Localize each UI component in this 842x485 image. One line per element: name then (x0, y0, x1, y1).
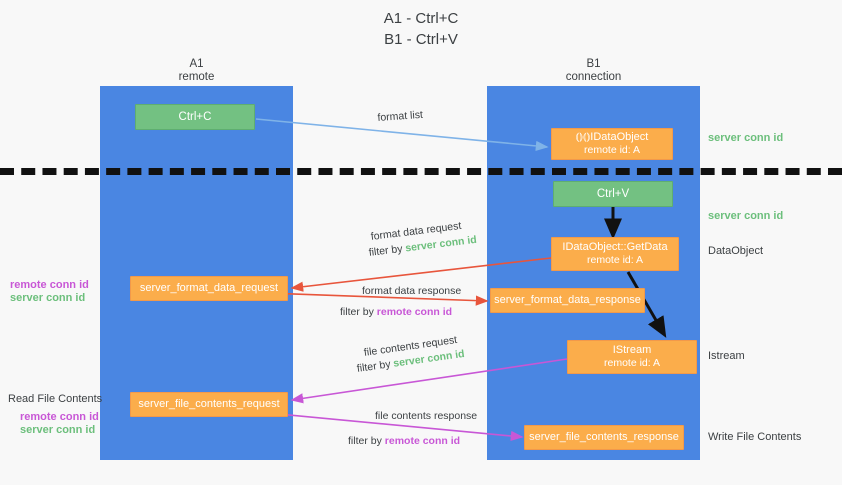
label-dataobject: DataObject (708, 245, 764, 257)
arrow-label-file-contents-response-text: file contents response (375, 410, 478, 422)
node-idataobject-label: ⦅⦆⦅⦆IDataObject (575, 131, 649, 143)
node-server-file-contents-request[interactable]: server_file_contents_request (130, 392, 288, 417)
node-idataobject[interactable]: ⦅⦆⦅⦆IDataObject remote id: A (551, 128, 673, 160)
label-server-conn-id-1: server conn id (10, 292, 86, 304)
arrow-getdata-to-istream (626, 271, 667, 338)
node-ctrl-v[interactable]: Ctrl+V (553, 181, 673, 207)
node-server-file-contents-response-label: server_file_contents_response (529, 431, 679, 443)
node-server-format-data-response[interactable]: server_format_data_response (490, 288, 645, 313)
column-heading-a1: A1 remote (178, 58, 215, 83)
arrow-label-format-data-response-text: format data response (362, 285, 462, 297)
node-idataobject-sub: remote id: A (583, 144, 641, 156)
node-ctrl-c[interactable]: Ctrl+C (135, 104, 255, 130)
arrow-format-data-request (290, 257, 552, 292)
arrow-format-list (255, 118, 549, 152)
arrow-label-file-contents-response: file contents response (375, 409, 477, 423)
node-getdata-label: IDataObject::GetData (562, 241, 668, 253)
label-server-conn-id-top: server conn id (708, 132, 784, 144)
node-getdata-sub: remote id: A (586, 254, 644, 266)
page-title: A1 - Ctrl+C B1 - Ctrl+V (383, 10, 459, 48)
arrow-label-format-data-response: format data response (362, 284, 461, 298)
arrow-label-file-contents-response-filter: filter by remote conn id (348, 434, 460, 448)
node-istream-label: IStream (612, 344, 652, 356)
node-server-file-contents-request-label: server_file_contents_request (138, 398, 280, 410)
node-ctrl-c-label: Ctrl+C (178, 110, 212, 123)
node-idataobject-getdata[interactable]: IDataObject::GetData remote id: A (551, 237, 679, 271)
label-istream: Istream (708, 350, 745, 362)
node-istream-sub: remote id: A (603, 357, 661, 369)
label-write-file-contents: Write File Contents (708, 431, 802, 443)
node-server-format-data-response-label: server_format_data_response (494, 294, 641, 306)
node-istream[interactable]: IStream remote id: A (567, 340, 697, 374)
filter-prefix: filter by (340, 306, 377, 318)
label-server-conn-id-mid: server conn id (708, 210, 784, 222)
time-separator-dashed-line (0, 168, 842, 175)
node-server-format-data-request-label: server_format_data_request (139, 282, 279, 294)
node-server-format-data-request[interactable]: server_format_data_request (130, 276, 288, 301)
filter-tag-remote-conn-id: remote conn id (376, 306, 453, 318)
node-server-file-contents-response[interactable]: server_file_contents_response (524, 425, 684, 450)
label-server-conn-id-2: server conn id (20, 424, 96, 436)
filter-prefix: filter by (348, 435, 385, 447)
filter-tag-remote-conn-id: remote conn id (384, 435, 461, 447)
node-ctrl-v-label: Ctrl+V (596, 187, 630, 200)
arrow-file-contents-request (290, 358, 568, 404)
arrow-label-format-data-response-filter: filter by remote conn id (340, 305, 452, 319)
label-remote-conn-id-1: remote conn id (10, 279, 89, 291)
label-read-file-contents: Read File Contents (8, 393, 103, 405)
column-heading-b1: B1 connection (565, 58, 622, 83)
label-remote-conn-id-2: remote conn id (20, 411, 99, 423)
